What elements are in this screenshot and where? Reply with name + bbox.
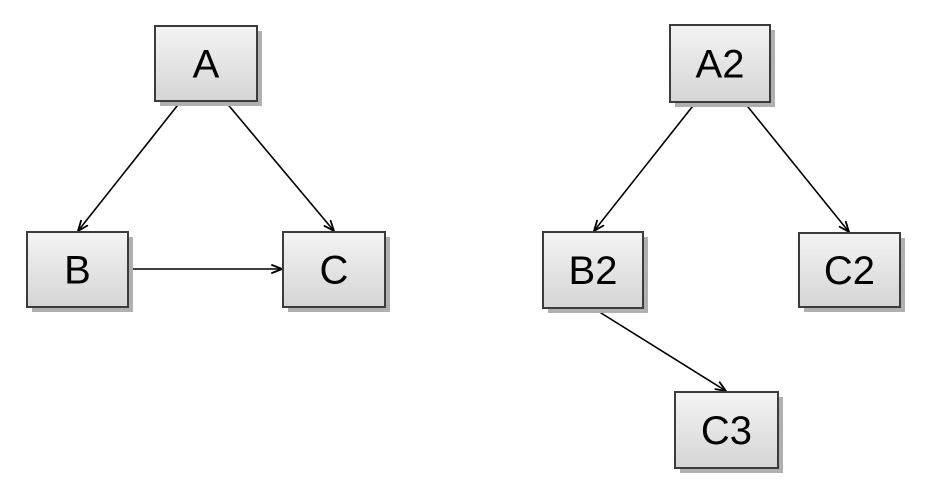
node-box [798,232,901,308]
node-box [669,24,771,103]
node-label: A2 [696,43,745,87]
node-label: B2 [569,249,618,293]
node-B[interactable]: B [26,231,133,312]
node-box [542,231,644,309]
node-B2[interactable]: B2 [542,231,648,313]
node-label: B [64,249,91,293]
node-box [674,391,779,469]
node-C3[interactable]: C3 [674,391,783,473]
edges-layer [77,100,850,392]
node-C[interactable]: C [282,231,390,312]
node-label: C2 [824,249,875,293]
edge-A-B[interactable] [77,100,182,232]
edge-A2-C2[interactable] [743,101,850,233]
node-C2[interactable]: C2 [798,232,905,312]
edge-A-C[interactable] [224,100,335,232]
node-box [26,231,129,308]
edge-B2-C3[interactable] [592,307,727,392]
node-box [154,25,258,102]
node-A2[interactable]: A2 [669,24,775,107]
node-label: C3 [701,409,752,453]
node-label: C [320,249,349,293]
node-box [282,231,386,308]
node-label: A [193,43,220,87]
edge-A2-B2[interactable] [593,101,697,232]
node-A[interactable]: A [154,25,262,106]
